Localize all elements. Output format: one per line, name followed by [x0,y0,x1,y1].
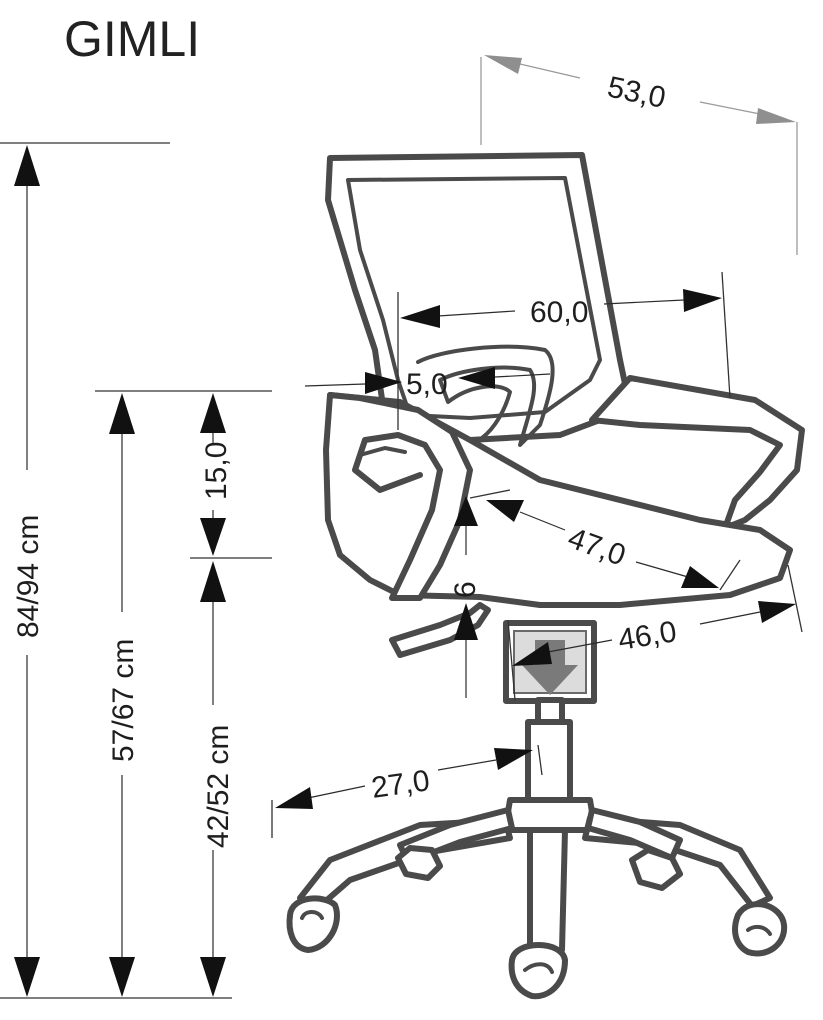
arrowhead [400,305,440,328]
width-dimension: 60,0 [397,271,731,430]
backrest-mesh [346,176,602,420]
dimension-line [547,639,613,653]
extension-line [537,744,543,776]
dimension-line [603,299,685,305]
base-hub [502,797,598,833]
armrest-height-label: 57/67 cm [107,639,140,762]
caster-detail [746,924,772,936]
arrowhead [683,289,722,312]
gas-lift-upper [535,697,565,725]
dimension-line [307,785,366,799]
arrowhead [486,500,524,522]
extension-line [719,559,741,591]
arrowhead [756,108,796,124]
seat-thickness-label: 6 [449,581,482,598]
dimension-line [699,101,761,115]
armrest-width-label: 5,0 [406,368,448,401]
dimension-line [519,63,581,79]
base-radius-label: 27,0 [369,764,431,805]
seat-height-label: 42/52 cm [202,725,235,848]
dimension-line [437,759,497,771]
armrest-pad-detail [358,446,407,457]
caster-detail [300,910,324,920]
caster-detail [523,962,554,974]
caster-back-right [629,847,683,891]
arrowhead-up [200,561,226,602]
extension-line [507,619,516,701]
extension-line [787,564,803,633]
total-height-dimension: 84/94 cm [0,142,232,999]
product-title: GIMLI [64,11,200,67]
arrowhead-up [14,145,40,186]
depth-label: 53,0 [605,71,669,115]
arrowhead [458,367,495,389]
dimension-line [519,511,566,531]
armrest-width-dimension: 5,0 [304,367,551,401]
dimension-line [494,373,551,378]
seat-height-dimension: 42/52 cm [200,561,235,997]
right-armrest [589,375,805,531]
arrowhead-down [200,957,226,997]
gas-lift-cylinder [525,719,573,807]
seat-thickness-dimension: 6 [449,489,511,698]
dimension-line [437,310,516,317]
arrowhead [454,496,478,526]
arrowhead-down [14,957,40,997]
arrowhead [494,748,533,770]
caster-front-left [286,895,340,953]
arrowhead [758,601,796,623]
extension-line [721,271,731,399]
arrowhead-up [109,393,135,434]
lumbar-support [416,344,555,447]
armrest-height-dimension: 57/67 cm [95,390,272,997]
arrowhead [454,603,478,640]
dimension-line [635,561,689,578]
arrowhead [365,372,402,394]
arrowhead [681,566,719,588]
dimension-line [304,383,366,387]
arrowhead-up [200,393,226,433]
seat-width-label: 46,0 [616,615,679,657]
arrowhead-down [200,518,226,556]
base-leg-back-right [585,807,683,861]
armrest-above-seat-label: 15,0 [200,442,233,500]
dimension-line [699,611,761,625]
chair-drawing [286,152,805,1000]
caster-back-left [395,845,443,881]
width-label: 60,0 [530,296,588,329]
arrowhead-down [109,957,135,997]
base-radius-dimension: 27,0 [271,744,543,838]
total-height-label: 84/94 cm [12,515,45,638]
extension-line [469,489,511,499]
left-armrest [327,392,473,601]
armrest-above-seat-dimension: 15,0 [190,393,272,559]
arrowhead [512,642,552,666]
arrowhead [484,55,522,74]
arrowhead [275,787,313,809]
caster-front-center [508,942,568,1000]
